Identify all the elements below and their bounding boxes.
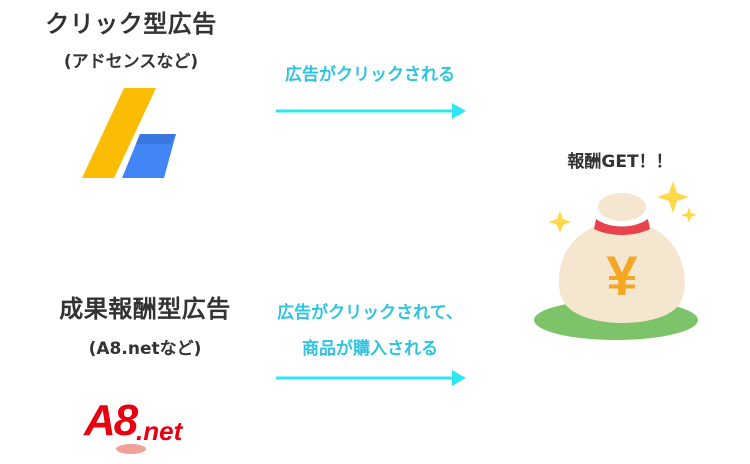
click-ads-title: クリック型広告 bbox=[45, 10, 217, 38]
affiliate-ads-title: 成果報酬型広告 bbox=[59, 295, 231, 323]
a8net-logo-dot bbox=[116, 444, 146, 454]
yen-symbol: ¥ bbox=[606, 244, 637, 307]
bag-top bbox=[598, 193, 646, 221]
flow-arrow-bottom-icon bbox=[276, 370, 466, 386]
sparkle-small-icon bbox=[681, 207, 697, 223]
money-bag-yen-icon: ¥ bbox=[534, 181, 698, 340]
bag-tie bbox=[594, 219, 650, 235]
flow-note-purchase-line2: 商品が購入される bbox=[302, 339, 438, 359]
sparkle-large-icon bbox=[657, 181, 689, 213]
a8net-logo-main: A8 bbox=[84, 396, 138, 445]
adsense-logo-yellow-stroke bbox=[82, 88, 156, 178]
flow-note-click: 広告がクリックされる bbox=[285, 65, 455, 85]
adsense-logo-blue-shade bbox=[136, 134, 176, 144]
sparkle-left-icon bbox=[549, 211, 571, 233]
affiliate-ads-example: (A8.netなど) bbox=[88, 339, 202, 359]
google-adsense-logo-icon bbox=[82, 88, 176, 178]
a8net-logo: A8 .net bbox=[84, 396, 204, 460]
a8net-logo-suffix: .net bbox=[136, 416, 183, 446]
flow-note-purchase-line1: 広告がクリックされて、 bbox=[277, 303, 463, 323]
adsense-logo-blue-stroke bbox=[122, 134, 176, 178]
reward-label: 報酬GET！！ bbox=[567, 152, 673, 172]
flow-arrow-top-icon bbox=[276, 103, 466, 119]
click-ads-example: (アドセンスなど) bbox=[63, 52, 199, 72]
bag-body bbox=[558, 227, 685, 323]
